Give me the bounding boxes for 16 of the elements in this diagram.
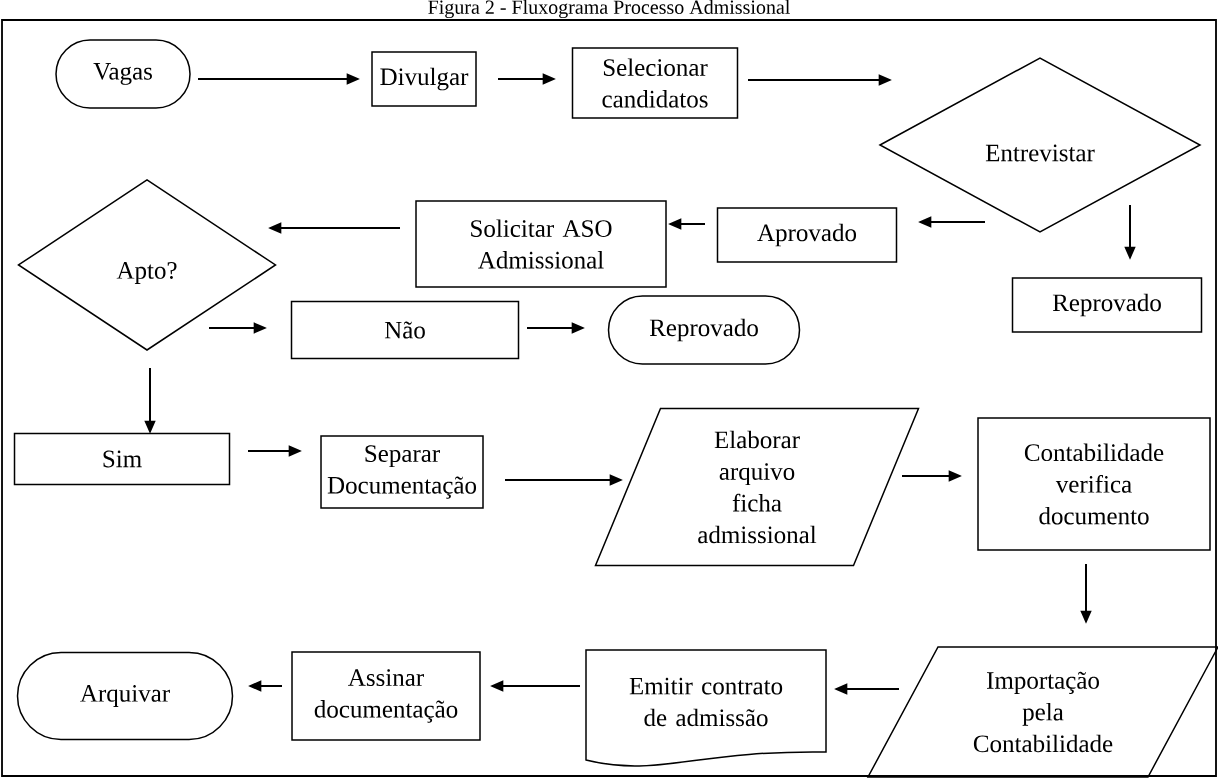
process-box: Contabilidade verifica documento: [977, 417, 1211, 551]
process-box: Selecionar candidatos: [571, 47, 739, 119]
terminal-box: Arquivar: [16, 651, 234, 741]
process-box: Separar Documentação: [320, 435, 484, 509]
process-box: Não: [290, 300, 520, 360]
title: Figura 2 - Fluxograma Processo Admissional: [428, 0, 790, 19]
process-box: Aprovado: [716, 207, 898, 263]
terminal-box: Reprovado: [607, 295, 801, 365]
terminal-box: Vagas: [55, 39, 191, 109]
data-parallelogram: Elaborar arquivo ficha admissional: [594, 407, 920, 567]
process-box: Assinar documentação: [291, 651, 481, 741]
process-box: Solicitar ASO Admissional: [415, 200, 667, 288]
process-box: Sim: [13, 432, 231, 486]
process-box: Reprovado: [1011, 277, 1203, 333]
document-box: Emitir contrato de admissão: [585, 649, 827, 767]
process-box: Divulgar: [371, 51, 477, 107]
